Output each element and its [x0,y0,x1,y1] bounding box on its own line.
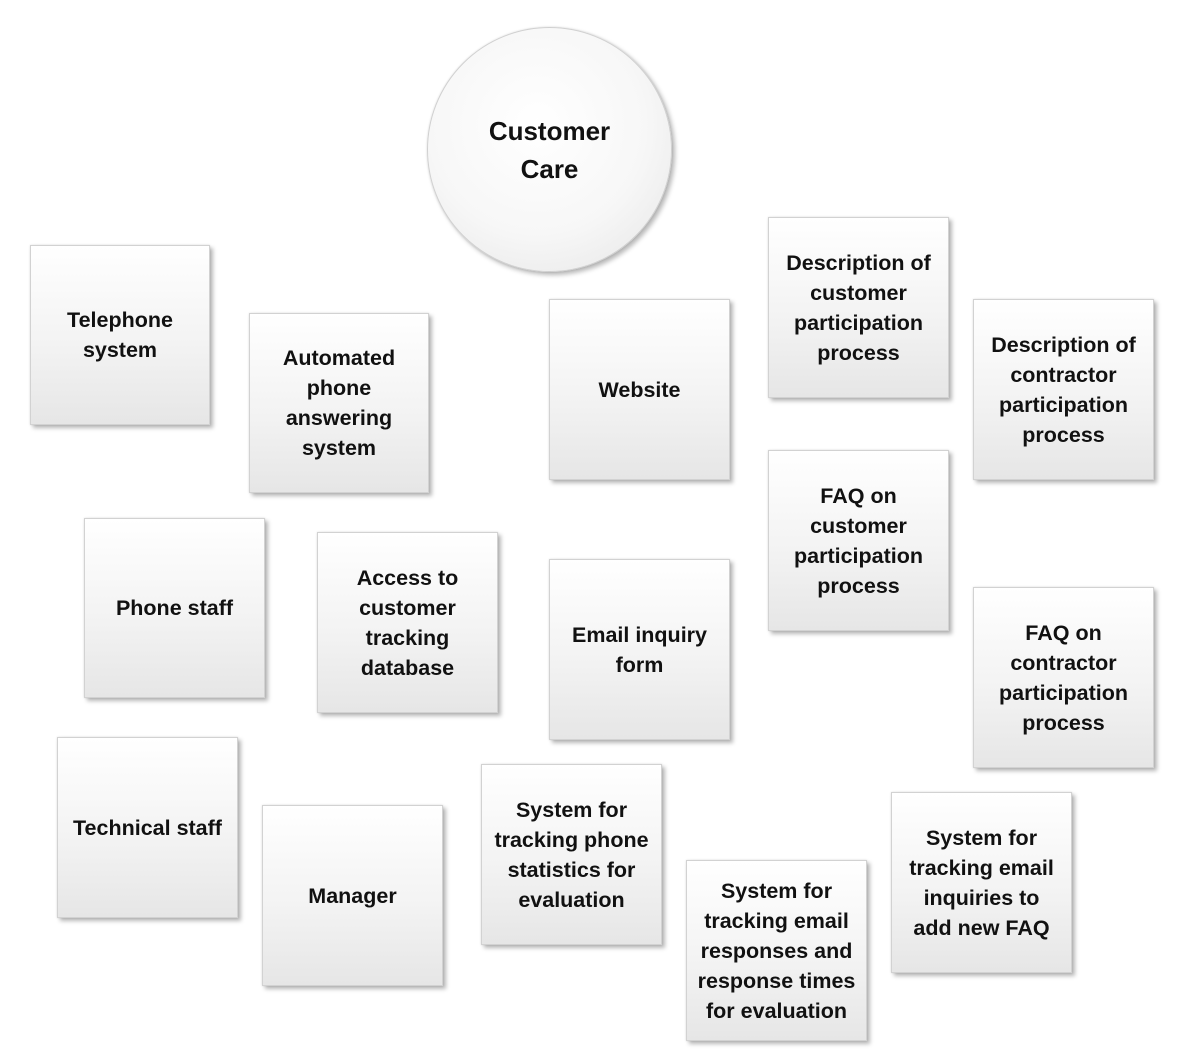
node-manager-label: Manager [308,883,397,908]
node-system-tracking-email-responses-label: System for tracking email responses and … [697,878,856,1023]
node-email-inquiry-form-label: Email inquiry form [571,622,707,677]
customer-care-label: Customer Care [488,115,611,184]
node-system-tracking-email-responses: System for tracking email responses and … [686,860,867,1041]
node-system-tracking-email-inquiries-faq: System for tracking email inquiries to a… [891,792,1072,973]
node-faq-customer-participation: FAQ on customer participation process [768,450,949,631]
node-access-customer-tracking-database-label: Access to customer tracking database [356,565,459,680]
node-email-inquiry-form: Email inquiry form [549,559,730,740]
node-system-tracking-phone-statistics: System for tracking phone statistics for… [481,764,662,945]
node-faq-customer-participation-label: FAQ on customer participation process [793,483,923,598]
customer-care-circle: Customer Care [427,27,672,272]
node-faq-contractor-participation: FAQ on contractor participation process [973,587,1154,768]
node-faq-contractor-participation-label: FAQ on contractor participation process [998,620,1128,735]
node-automated-phone-answering-label: Automated phone answering system [282,346,396,460]
node-description-customer-participation: Description of customer participation pr… [768,217,949,398]
node-manager: Manager [262,805,443,986]
node-description-contractor-participation-label: Description of contractor participation … [991,332,1136,447]
node-telephone-system-label: Telephone system [67,308,173,362]
node-access-customer-tracking-database: Access to customer tracking database [317,532,498,713]
node-automated-phone-answering: Automated phone answering system [249,313,429,493]
node-technical-staff-label: Technical staff [73,815,222,840]
node-technical-staff: Technical staff [57,737,238,918]
node-phone-staff: Phone staff [84,518,265,698]
node-telephone-system: Telephone system [30,245,210,425]
node-website-label: Website [598,377,681,402]
node-phone-staff-label: Phone staff [115,596,234,620]
node-description-customer-participation-label: Description of customer participation pr… [786,250,931,365]
node-website: Website [549,299,730,480]
node-description-contractor-participation: Description of contractor participation … [973,299,1154,480]
node-system-tracking-phone-statistics-label: System for tracking phone statistics for… [494,797,649,912]
node-system-tracking-email-inquiries-faq-label: System for tracking email inquiries to a… [909,825,1054,940]
